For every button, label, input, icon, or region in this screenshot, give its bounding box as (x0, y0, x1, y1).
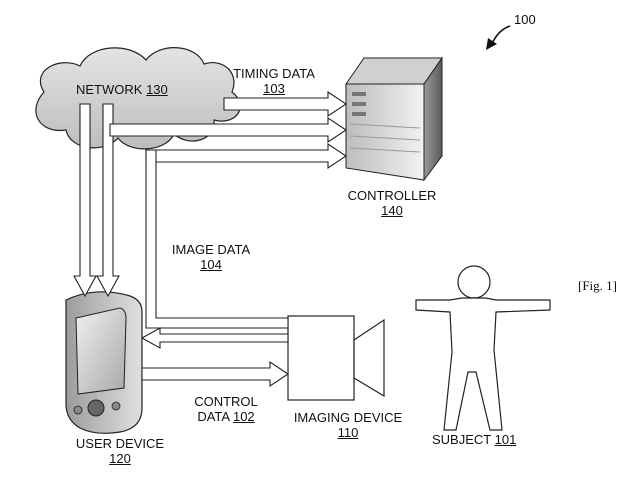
image-data-label: IMAGE DATA 104 (164, 242, 258, 272)
subject-person-icon (415, 265, 551, 431)
imaging-to-user-device-arrow (142, 346, 288, 370)
subject-label: SUBJECT 101 (432, 432, 516, 447)
user-device-label: USER DEVICE 120 (70, 436, 170, 466)
subject-name: SUBJECT (432, 432, 491, 447)
imaging-device-camera-icon (287, 315, 385, 401)
image-data-name: IMAGE DATA (171, 242, 251, 257)
subject-ref: 101 (494, 432, 517, 447)
imaging-device-ref: 110 (337, 425, 359, 440)
controller-server-icon (345, 56, 443, 182)
imaging-device-label: IMAGING DEVICE 110 (282, 410, 414, 440)
network-label: NETWORK 130 (76, 82, 168, 97)
control-data-label: CONTROL DATA 102 (180, 394, 272, 424)
imaging-device-name: IMAGING DEVICE (293, 410, 403, 425)
control-data-line1: CONTROL (194, 394, 258, 409)
network-to-user-device-arrows (73, 103, 120, 298)
control-data-arrow (141, 360, 289, 388)
user-device-handheld-icon (65, 291, 143, 434)
control-data-line2: DATA (197, 409, 230, 424)
user-device-ref: 120 (109, 451, 131, 466)
network-name: NETWORK (76, 82, 143, 97)
figure-ref-number: 100 (514, 12, 536, 27)
controller-label: CONTROLLER 140 (340, 188, 444, 218)
control-data-ref: 102 (232, 409, 255, 424)
network-ref: 130 (146, 82, 168, 97)
figure-ref-arrow (486, 25, 511, 50)
timing-data-label: TIMING DATA 103 (226, 66, 322, 96)
timing-data-ref: 103 (263, 81, 285, 96)
controller-name: CONTROLLER (347, 188, 437, 203)
user-device-name: USER DEVICE (75, 436, 165, 451)
timing-data-name: TIMING DATA (233, 66, 315, 81)
image-data-ref: 104 (200, 257, 222, 272)
figure-caption: [Fig. 1] (578, 278, 617, 293)
image-data-channel (140, 149, 289, 349)
controller-ref: 140 (381, 203, 403, 218)
network-to-controller-arrows (109, 90, 347, 170)
